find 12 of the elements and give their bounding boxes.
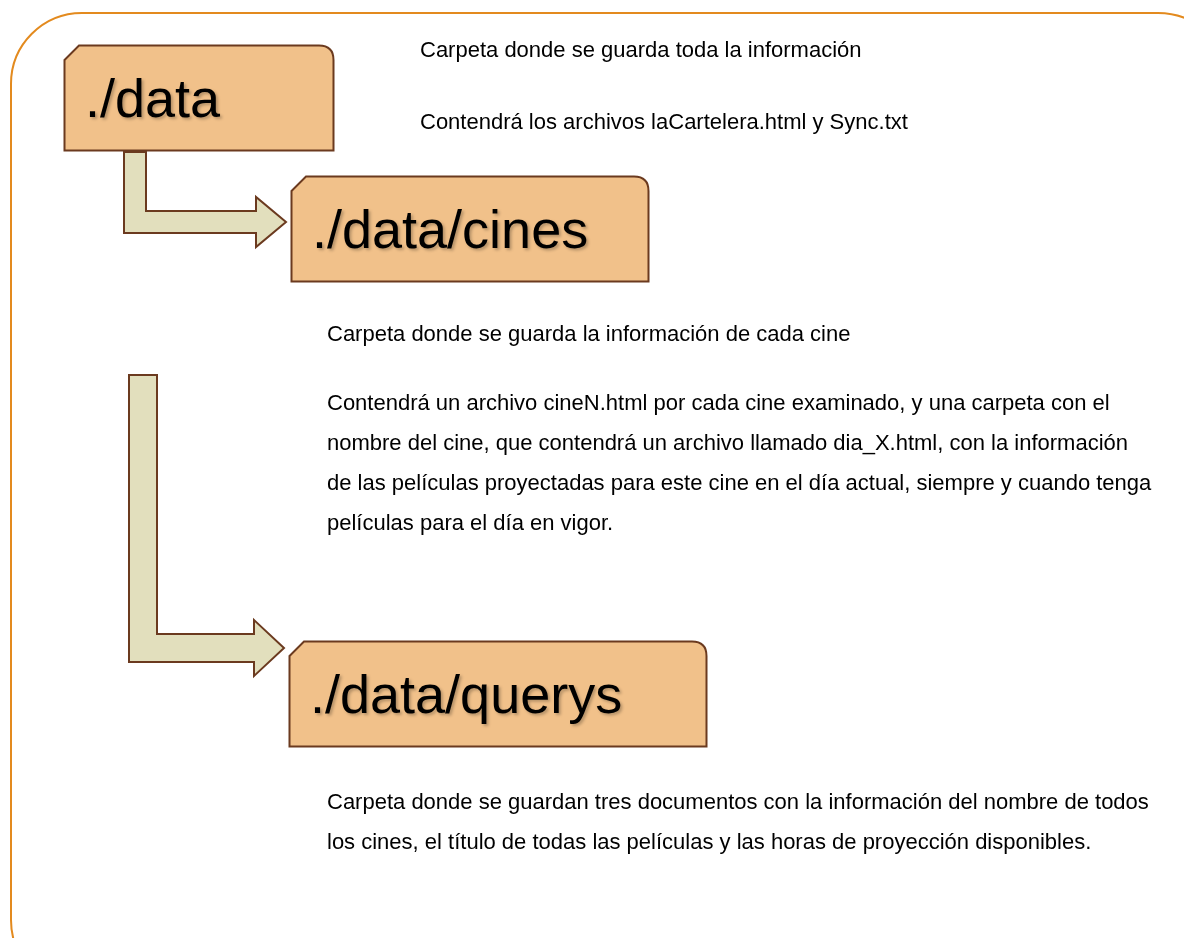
description-text: Contendrá los archivos laCartelera.html y Sync.txt bbox=[420, 108, 909, 136]
folder-tab-box bbox=[63, 44, 335, 152]
block-arrow bbox=[123, 151, 288, 250]
description-text: Carpeta donde se guarda la información de cada cine bbox=[327, 320, 852, 348]
description-text: Carpeta donde se guardan tres documentos con la información del nombre de todos los cines, el título de todas las películas y las horas de proyección disponibles. bbox=[327, 788, 1150, 856]
description-text: Contendrá un archivo cineN.html por cada cine examinado, y una carpeta con el nombre del cine, que contendrá un archivo llamado dia_X.html, con la información de las películas proyectadas para este cine en el día actual, siempre y cuando tenga películas para el día en vigor. bbox=[327, 389, 1153, 537]
block-arrow bbox=[128, 374, 286, 679]
folder-tab-box bbox=[290, 175, 650, 283]
folder-path: ./data/cines bbox=[312, 202, 589, 256]
folder-path: ./data bbox=[85, 71, 221, 125]
folder-tab-box bbox=[288, 640, 708, 748]
description-text: Carpeta donde se guarda toda la información bbox=[420, 36, 863, 64]
